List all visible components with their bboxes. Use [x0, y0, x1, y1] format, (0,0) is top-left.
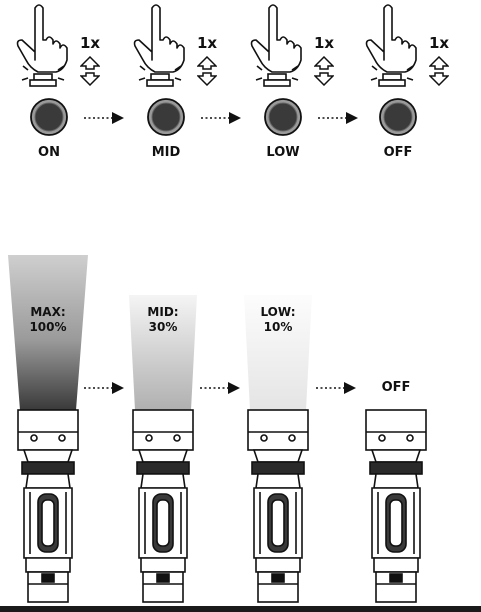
state-label-mid: MID — [151, 145, 181, 160]
light-beam-max — [8, 255, 88, 410]
light-beam-mid-shape — [129, 295, 197, 410]
state-label-off: OFF — [383, 145, 413, 160]
flashlight-icon — [247, 409, 309, 603]
flashlight-icon — [132, 409, 194, 603]
dotted-arrow-right-icon — [201, 112, 241, 124]
mode-label-low: LOW: 10% — [238, 305, 318, 335]
flashlight-icon — [17, 409, 79, 603]
hand-press-icon — [365, 4, 417, 87]
press-count: 1x — [314, 34, 335, 52]
bottom-border — [0, 606, 481, 612]
mode-name: LOW: — [260, 305, 296, 319]
mode-label-mid: MID: 30% — [123, 305, 203, 335]
press-count: 1x — [429, 34, 450, 52]
step-low: 1x LOW — [242, 0, 342, 165]
light-beam-max-shape — [8, 255, 88, 410]
dotted-arrow-right-icon — [316, 382, 356, 394]
switch-button-icon — [30, 98, 68, 136]
press-count: 1x — [197, 34, 218, 52]
mode-name: MAX: — [30, 305, 66, 319]
mode-value: 100% — [29, 320, 67, 334]
dotted-arrow-right-icon — [200, 382, 240, 394]
switch-button-icon — [379, 98, 417, 136]
hand-press-icon — [133, 4, 185, 87]
light-beam-low-shape — [244, 295, 312, 410]
switch-button-icon — [264, 98, 302, 136]
light-beam-low — [244, 295, 312, 410]
mode-value: 30% — [148, 320, 178, 334]
up-down-arrow-icon — [80, 56, 100, 86]
dotted-arrow-right-icon — [84, 382, 124, 394]
dotted-arrow-right-icon — [318, 112, 358, 124]
up-down-arrow-icon — [314, 56, 334, 86]
dotted-arrow-right-icon — [84, 112, 124, 124]
mode-value: 10% — [263, 320, 293, 334]
mode-label-off: OFF — [381, 380, 411, 395]
mode-name: MID: — [147, 305, 179, 319]
step-on: 1x ON — [8, 0, 108, 165]
switch-button-icon — [147, 98, 185, 136]
mode-label-max: MAX: 100% — [8, 305, 88, 335]
step-off: 1x OFF — [357, 0, 457, 165]
state-label-low: LOW — [266, 145, 300, 160]
up-down-arrow-icon — [197, 56, 217, 86]
hand-press-icon — [16, 4, 68, 87]
light-beam-mid — [129, 295, 197, 410]
state-label-on: ON — [38, 145, 60, 160]
step-mid: 1x MID — [125, 0, 225, 165]
press-count: 1x — [80, 34, 101, 52]
flashlight-icon — [365, 409, 427, 603]
hand-press-icon — [250, 4, 302, 87]
up-down-arrow-icon — [429, 56, 449, 86]
